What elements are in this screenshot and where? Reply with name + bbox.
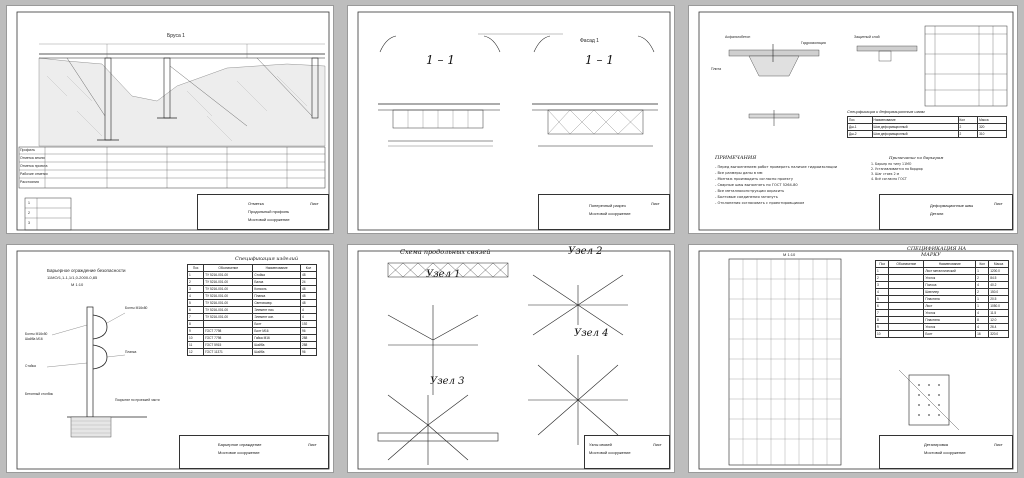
title-block-line: Продольный профиль — [248, 209, 290, 214]
node-4-title: Узел 4 — [574, 328, 609, 339]
detail-tag: Гидроизоляция — [801, 41, 826, 45]
note-line: - Сварные швы выполнять по ГОСТ 5264-80 — [715, 183, 798, 187]
title-block-line: Деталировка — [924, 442, 949, 447]
mark-spec-title-2: МАРКУ — [921, 252, 941, 258]
title-block: Поперечный разрез Мостовой сооружение Ли… — [538, 194, 670, 230]
barrier-callout: Шайба М16 — [25, 337, 43, 341]
node-3-title: Узел 3 — [430, 376, 465, 387]
barrier-scale: М 1:10 — [71, 282, 84, 287]
profile-drawing — [16, 11, 330, 231]
small-table-cell: 3 — [28, 221, 30, 225]
barrier-drawing — [16, 250, 330, 470]
barrier-subtitle: 11МО/1,1-1,1/1,0-2000-0,85 — [47, 275, 98, 280]
mark-spec-title: СПЕЦИФИКАЦИЯ НА — [907, 246, 967, 252]
drawing-sheet-profile[interactable]: Бруса 1 Профиль Отметка земли Отметка пр… — [6, 5, 334, 234]
title-block-line: Лист — [994, 442, 1003, 447]
section-header: Фасад 1 — [580, 38, 599, 44]
drawing-sheet-nodes[interactable]: Схема продольных связей Узел 2 Узел 1 Уз… — [347, 244, 675, 473]
barrier-title: Барьерное ограждение безопасности — [47, 268, 126, 273]
note-line: 2. Устанавливается на бордюр — [871, 167, 923, 171]
title-block: Барьерное ограждение Мостовое сооружение… — [179, 435, 329, 469]
drawing-sheet-barrier[interactable]: Барьерное ограждение безопасности 11МО/1… — [6, 244, 334, 473]
title-block-line: Деформационные швы — [930, 203, 974, 208]
title-block-line: Мостовое сооружение — [218, 450, 260, 455]
note-line: - Все размеры даны в мм — [715, 171, 763, 175]
detail-tag: Защитный слой — [854, 35, 880, 39]
title-block: Отметка Продольный профиль Мостовой соор… — [197, 194, 329, 230]
notes-list: - Перед выполнением работ проверить нали… — [715, 164, 837, 206]
title-block-line: Лист — [310, 201, 319, 206]
title-block-line: Лист — [308, 442, 317, 447]
note-line: 1. Барьер по типу 11МО — [871, 162, 912, 166]
joint-spec-title: Спецификация к деформационным швам — [847, 109, 925, 114]
title-block-line: Поперечный разрез — [589, 203, 626, 208]
node-2-title: Узел 2 — [568, 246, 603, 257]
title-block-line: Мостовой сооружение — [248, 217, 290, 222]
title-block-line: Лист — [994, 201, 1003, 206]
detail-tag: Плита — [711, 67, 722, 71]
barrier-callout: Стойка — [25, 364, 36, 368]
drawing-sheet-cross-sections[interactable]: 1 – 1 1 – 1 Фасад 1 Поперечный разрез Мо… — [347, 5, 675, 234]
barrier-spec-title: Спецификация изделий — [235, 256, 299, 262]
title-block: Узлы связей Мостовой сооружение Лист — [584, 435, 670, 469]
barrier-callout: Планка — [125, 350, 137, 354]
title-block-line: Лист — [653, 442, 662, 447]
nodes-drawing — [357, 250, 671, 470]
section-title-left: 1 – 1 — [426, 53, 455, 67]
notes-heading: ПРИМЕЧАНИЯ — [715, 155, 757, 161]
note-line: - Монтаж производить согласно проекту — [715, 177, 793, 181]
title-block-line: Лист — [651, 201, 660, 206]
title-block-line: Мостовой сооружение — [589, 450, 631, 455]
profile-row-label: Рабочие отметки — [20, 172, 48, 176]
title-block-line: Барьерное ограждение — [218, 442, 262, 447]
node-1-title: Узел 1 — [426, 269, 461, 280]
barrier-callout: Болты М16х50 — [25, 332, 48, 336]
small-table-cell: 1 — [28, 201, 30, 205]
small-table-cell: 2 — [28, 211, 30, 215]
title-block-line: Узлы связей — [589, 442, 612, 447]
bracing-scheme-title: Схема продольных связей — [400, 248, 491, 256]
profile-row-label: Отметка земли — [20, 156, 45, 160]
profile-row-label: Расстояния — [20, 180, 39, 184]
title-block-line: Мостовой сооружение — [589, 211, 631, 216]
note-line: - Отклонения согласовать с проектировщик… — [715, 201, 805, 205]
note-line: 3. Шаг стоек 2 м — [871, 172, 900, 176]
barrier-callout: Покрытие по проезжей части — [115, 398, 160, 402]
detail-tag: Асфальтобетон — [725, 35, 751, 39]
note-line: 4. Всё согласно ГОСТ — [871, 177, 907, 181]
note-line: - Все металлоконструкции окрасить — [715, 189, 785, 193]
section-title-right: 1 – 1 — [585, 53, 614, 67]
note-line: - Болтовые соединения затянуть — [715, 195, 778, 199]
title-block-line: Мостовой сооружение — [924, 450, 966, 455]
cross-section-drawing — [357, 11, 671, 231]
barrier-callout: Болты М16х80 — [125, 306, 148, 310]
grid-scale-label: М 1:10 — [783, 252, 796, 257]
notes2-heading: Примечание по барьерам — [889, 155, 944, 160]
grid-drawing — [698, 250, 1014, 470]
notes2-list: 1. Барьер по типу 11МО 2. Устанавливаетс… — [871, 162, 923, 182]
profile-row-label: Отметка проекта — [20, 164, 48, 168]
note-line: - Перед выполнением работ проверить нали… — [715, 165, 838, 169]
drawing-sheet-joints[interactable]: Асфальтобетон Гидроизоляция Защитный сло… — [688, 5, 1018, 234]
barrier-callout: Бетонный столбик — [25, 392, 53, 396]
title-block: Деталировка Мостовой сооружение Лист — [879, 435, 1013, 469]
title-block-line: Отметка — [248, 201, 264, 206]
profile-row-label: Профиль — [20, 148, 36, 152]
joint-details-drawing — [698, 11, 1014, 231]
title-block: Деформационные швы Детали Лист — [879, 194, 1013, 230]
profile-top-label: Бруса 1 — [167, 33, 185, 39]
title-block-line: Детали — [930, 211, 944, 216]
